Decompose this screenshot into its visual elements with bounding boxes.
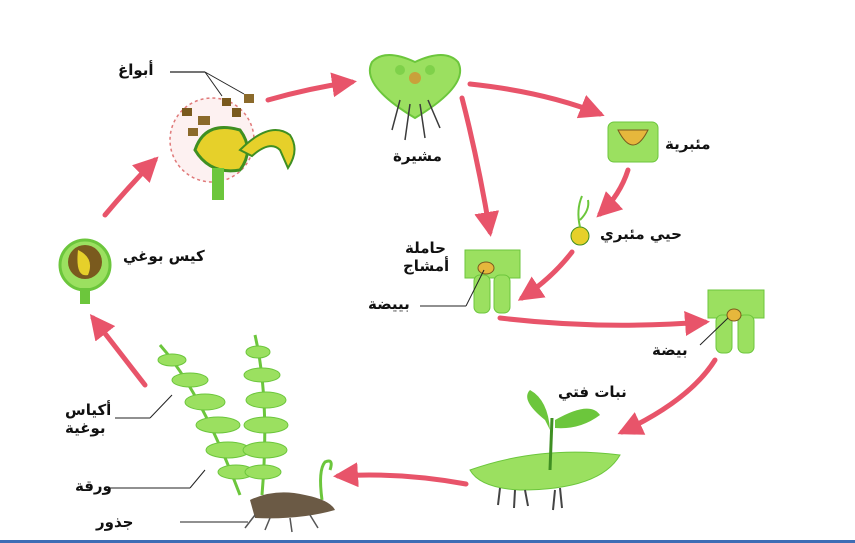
- label-archegonium-line2: أمشاج: [403, 257, 450, 275]
- archegonium-illustration: [420, 249, 521, 314]
- label-sori-line2: بوغية: [65, 419, 106, 437]
- zygote-illustration: [699, 289, 765, 354]
- label-sori-line1: أكياس: [65, 401, 112, 419]
- label-sperm: حيي مئبري: [600, 225, 682, 243]
- label-roots: جذور: [96, 513, 134, 531]
- arrow-young-plant-to-fern: [333, 462, 469, 488]
- label-egg-archegonium: بييضة: [368, 295, 410, 313]
- sperm-illustration: [570, 195, 590, 246]
- arrow-spores-to-prothallus: [265, 72, 357, 103]
- label-leaf: ورقة: [75, 477, 112, 495]
- label-prothallus: مشيرة: [393, 147, 442, 165]
- adult-fern-illustration: [110, 334, 335, 533]
- label-spores: أبواغ: [118, 61, 154, 79]
- arrow-prothallus-to-antheridium: [467, 81, 605, 119]
- antheridium-illustration: [607, 121, 659, 163]
- label-sporangium: كيس بوغي: [123, 247, 205, 265]
- spore-release-illustration: [169, 71, 296, 200]
- bottom-border: [0, 540, 855, 543]
- sporangium-illustration: [58, 238, 112, 304]
- young-plant-illustration: [469, 390, 621, 511]
- arrow-fern-to-sporangium: [89, 314, 148, 388]
- arrow-antheridium-to-sperm: [596, 167, 631, 218]
- label-archegonium-line1: حاملة: [405, 239, 446, 257]
- label-antheridium: مئبرية: [665, 135, 711, 153]
- cycle-arrows: [89, 72, 718, 488]
- arrow-zygote-to-young-plant: [617, 357, 718, 435]
- arrow-sporangium-to-spores: [102, 156, 159, 218]
- label-young-plant: نبات فتي: [558, 383, 627, 401]
- arrow-archegonium-to-zygote: [497, 311, 710, 336]
- label-egg-zygote: بيضة: [652, 341, 688, 359]
- arrow-prothallus-to-archegonium: [459, 95, 500, 237]
- arrow-sperm-to-archegonium: [517, 249, 575, 301]
- prothallus-illustration: [368, 54, 462, 141]
